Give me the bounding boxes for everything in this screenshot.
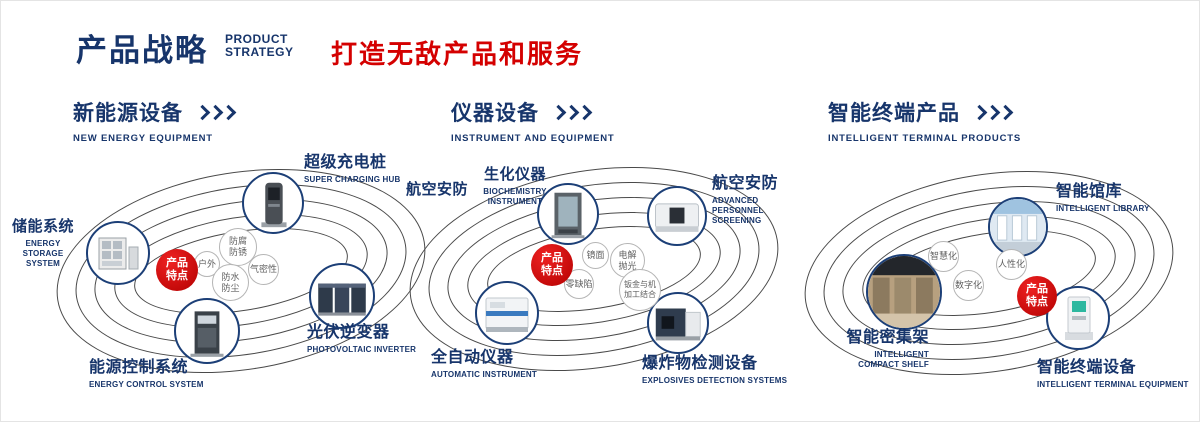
feature-bubble: 数字化 (953, 270, 984, 301)
product-features-badge: 产品特点 (531, 244, 573, 286)
section-title-en: INTELLIGENT TERMINAL PRODUCTS (828, 133, 1021, 144)
automatic-instrument-image (475, 281, 539, 345)
page-title-en-line1: PRODUCT (225, 32, 288, 46)
product-label-explosives-detection: 爆炸物检测设备 EXPLOSIVES DETECTION SYSTEMS (642, 355, 788, 385)
product-label-energy-storage: 储能系统 ENERGY STORAGE SYSTEM (11, 218, 74, 268)
explosives-detection-image (647, 292, 709, 354)
product-features-badge: 产品特点 (1017, 276, 1057, 316)
feature-bubble: 钣金与机加工结合 (619, 269, 661, 311)
super-charging-hub-image (242, 172, 304, 234)
product-label-photovoltaic-inverter: 光伏逆变器 PHOTOVOLTAIC INVERTER (307, 324, 417, 354)
feature-bubble: 镜面 (582, 242, 609, 269)
intelligent-library-image (988, 197, 1048, 257)
triple-chevron-icon (550, 104, 593, 120)
section-title: 仪器设备 (451, 102, 539, 125)
feature-bubble: 智慧化 (928, 241, 959, 272)
section-heading-instruments: 仪器设备 INSTRUMENT AND EQUIPMENT (451, 97, 614, 144)
side-label-aviation-security: 航空安防 (406, 181, 469, 198)
product-label-compact-shelf: 智能密集架 INTELLIGENT COMPACT SHELF (846, 329, 929, 369)
product-label-intelligent-terminal: 智能终端设备 INTELLIGENT TERMINAL EQUIPMENT (1037, 359, 1189, 389)
section-heading-intelligent-terminals: 智能终端产品 INTELLIGENT TERMINAL PRODUCTS (828, 97, 1021, 144)
product-label-intelligent-library: 智能馆库 INTELLIGENT LIBRARY (1056, 183, 1150, 213)
personnel-screening-image (647, 186, 707, 246)
photovoltaic-inverter-image (309, 263, 375, 329)
slogan: 打造无敌产品和服务 (331, 39, 584, 69)
biochemistry-instrument-image (537, 183, 599, 245)
intelligent-terminal-image (1046, 286, 1110, 350)
product-label-super-charging-hub: 超级充电桩 SUPER CHARGING HUB (304, 154, 401, 184)
page-title-en-line2: STRATEGY (225, 45, 294, 59)
product-label-energy-control: 能源控制系统 ENERGY CONTROL SYSTEM (89, 359, 204, 389)
triple-chevron-icon (971, 104, 1014, 120)
energy-storage-system-image (86, 221, 150, 285)
product-label-automatic-instrument: 全自动仪器 AUTOMATIC INSTRUMENT (431, 349, 537, 379)
page-title: 产品战略 (76, 33, 208, 68)
product-label-biochemistry: 生化仪器 BIOCHEMISTRY INSTRUMENT (483, 166, 547, 206)
intelligent-compact-shelf-image (866, 254, 942, 330)
energy-control-system-image (174, 298, 240, 364)
section-title-en: INSTRUMENT AND EQUIPMENT (451, 133, 615, 144)
section-title: 新能源设备 (73, 102, 183, 125)
triple-chevron-icon (194, 104, 237, 120)
section-heading-new-energy: 新能源设备 NEW ENERGY EQUIPMENT (73, 97, 237, 144)
product-features-badge: 产品特点 (156, 249, 198, 291)
feature-bubble: 气密性 (248, 254, 279, 285)
section-title-en: NEW ENERGY EQUIPMENT (73, 133, 213, 144)
section-title: 智能终端产品 (828, 102, 960, 125)
feature-bubble: 人性化 (996, 249, 1027, 280)
product-label-personnel-screening: 航空安防 ADVANCED PERSONNEL SCREENING (712, 175, 779, 225)
feature-bubble: 防水防尘 (212, 264, 249, 301)
page-title-en: PRODUCT STRATEGY (225, 33, 293, 59)
